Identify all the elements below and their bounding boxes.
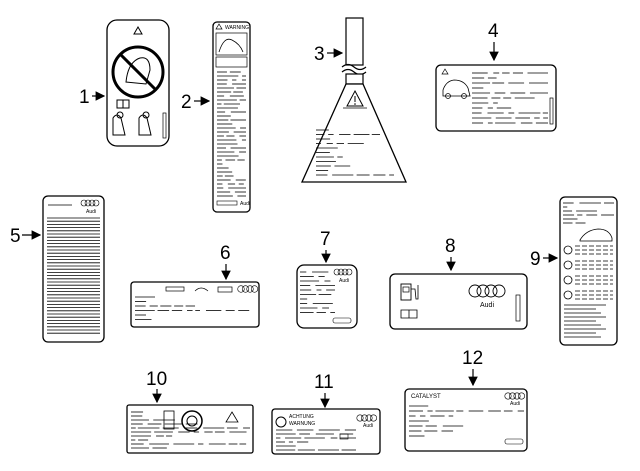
car-icon (579, 228, 613, 242)
fuel-pump-icon (400, 283, 419, 301)
svg-text:Audi: Audi (363, 423, 373, 429)
label-12-catalyst-label[interactable]: CATALYST Audi (404, 388, 528, 452)
label-6-emission-label[interactable] (130, 281, 260, 328)
svg-text:Audi: Audi (480, 302, 494, 309)
car-icon (442, 79, 471, 97)
tire-icon (563, 245, 573, 255)
airbag-icon (111, 45, 165, 99)
callout-7: 7 (320, 229, 331, 250)
callout-11: 11 (314, 372, 334, 393)
label-5-spec-sheet[interactable]: Audi (42, 195, 105, 343)
warning-triangle-icon (133, 25, 143, 35)
svg-text:Audi: Audi (86, 209, 96, 215)
airbag-icon (181, 410, 203, 432)
label-4-info-label[interactable] (435, 64, 557, 132)
callout-10: 10 (146, 369, 167, 390)
callout-3: 3 (314, 44, 325, 65)
label-11-achtung-label[interactable]: ACHTUNG WARNUNG Audi (271, 408, 381, 455)
tire-icon (563, 275, 573, 285)
label-8-fuel-label[interactable]: Audi (389, 273, 528, 330)
audi-rings-icon (237, 285, 259, 293)
warnung-text: WARNUNG (289, 421, 315, 427)
audi-rings-icon (333, 268, 353, 276)
warning-triangle-icon (346, 89, 364, 107)
svg-text:Audi: Audi (240, 201, 250, 207)
audi-rings-icon (80, 199, 100, 207)
callout-1: 1 (79, 87, 90, 108)
tire-icon (563, 260, 573, 270)
audi-rings-icon (504, 392, 525, 400)
label-3-hang-tag[interactable] (300, 17, 407, 183)
seat-icon (112, 111, 152, 136)
audi-rings-icon (356, 414, 377, 422)
callout-5: 5 (10, 226, 21, 247)
label-2-warning-strip[interactable]: WARNING Audi (212, 21, 251, 213)
svg-text:Audi: Audi (339, 278, 349, 284)
svg-text:Audi: Audi (510, 401, 520, 407)
airbag-icon (275, 416, 287, 428)
callout-12: 12 (462, 348, 483, 369)
label-9-tire-pressure[interactable] (559, 196, 618, 346)
warning-triangle-icon (225, 411, 239, 423)
callout-8: 8 (445, 236, 456, 257)
label-7-small-label[interactable]: Audi (296, 264, 358, 329)
callout-4: 4 (488, 21, 499, 42)
label-10-warning-label[interactable] (126, 404, 254, 454)
catalyst-text: CATALYST (411, 394, 441, 400)
callout-6: 6 (220, 243, 231, 264)
callout-2: 2 (181, 92, 192, 113)
book-icon (400, 309, 418, 319)
label-1-airbag[interactable] (106, 19, 170, 147)
audi-rings-icon (468, 284, 506, 298)
callout-9: 9 (530, 249, 541, 270)
tire-icon (563, 290, 573, 300)
achtung-text: ACHTUNG (289, 414, 314, 420)
warning-text: WARNING (225, 25, 249, 31)
